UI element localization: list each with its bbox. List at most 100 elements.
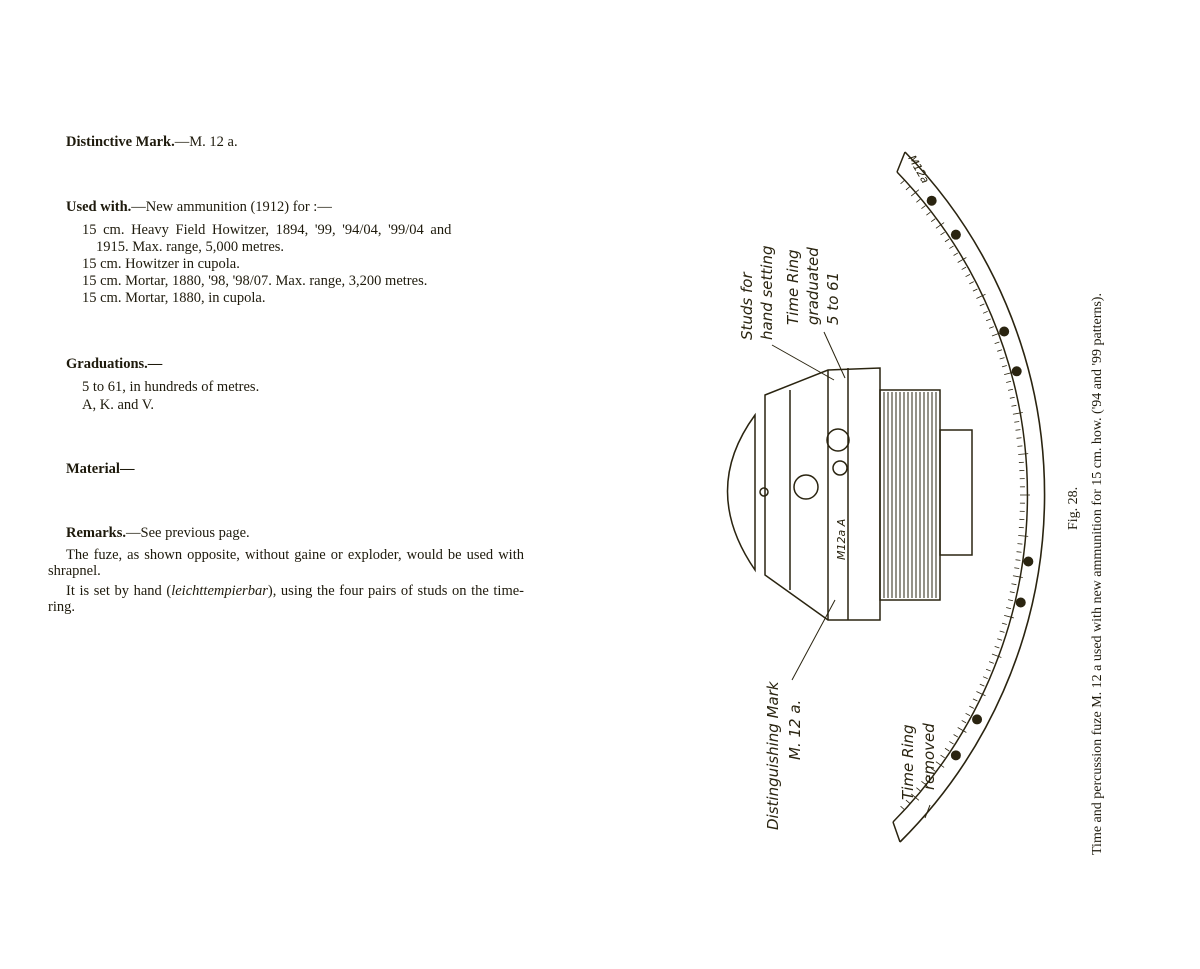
scale-tick bbox=[900, 805, 905, 810]
label-time-ring-removed: Time Ring bbox=[899, 724, 917, 800]
scale-tick bbox=[926, 774, 931, 779]
scale-tick bbox=[976, 293, 986, 299]
graduations-line: 5 to 61, in hundreds of metres. bbox=[82, 379, 260, 395]
scale-tick bbox=[1012, 575, 1023, 578]
scale-tick bbox=[982, 310, 988, 314]
text: ), using the four pairs of studs on the … bbox=[48, 583, 524, 615]
scale-tick bbox=[988, 661, 994, 664]
figure-caption: Time and percussion fuze M. 12 a used wi… bbox=[1090, 293, 1105, 855]
used-with-item: 15 cm. Mortar, 1880, '98, '98/07. Max. r… bbox=[82, 273, 428, 289]
scale-tick bbox=[1011, 404, 1017, 407]
text: It is set by hand ( bbox=[66, 583, 172, 599]
fuze-body bbox=[764, 367, 881, 621]
label-m12a: M. 12 a. bbox=[786, 700, 804, 760]
scale-tick bbox=[1009, 396, 1015, 399]
scale-tick bbox=[1014, 567, 1020, 569]
scale-tick bbox=[1004, 614, 1014, 619]
scale-tick bbox=[1014, 421, 1020, 423]
scale-tick bbox=[1001, 622, 1007, 625]
label-studs-for: Studs for bbox=[738, 272, 756, 340]
ring-mark: M12a bbox=[905, 153, 932, 186]
scale-tick bbox=[905, 799, 910, 804]
setting-stud bbox=[1023, 556, 1034, 567]
scale-tick bbox=[976, 691, 986, 697]
scale-tick bbox=[910, 793, 920, 801]
scale-tick bbox=[999, 630, 1005, 633]
scale-tick bbox=[972, 698, 978, 702]
figure-number: Fig. 28. bbox=[1066, 486, 1081, 530]
scale-tick bbox=[1007, 599, 1014, 602]
scale-tick bbox=[949, 741, 954, 745]
label-graduated: graduated bbox=[804, 247, 822, 325]
scale-tick bbox=[930, 767, 936, 772]
scale-tick bbox=[1018, 535, 1029, 537]
scale-tick bbox=[969, 705, 974, 709]
intro: —See previous page. bbox=[126, 525, 250, 541]
scale-tick bbox=[988, 326, 994, 329]
scale-tick bbox=[944, 747, 950, 752]
scale-tick bbox=[1015, 559, 1021, 561]
scale-tick bbox=[926, 211, 931, 216]
setting-stud bbox=[926, 195, 937, 206]
used-with-item: 1915. Max. range, 5,000 metres. bbox=[96, 239, 285, 255]
setting-stud bbox=[950, 229, 961, 240]
scale-tick bbox=[930, 218, 936, 223]
fuze-base bbox=[939, 429, 973, 556]
scale-tick bbox=[953, 252, 959, 256]
setting-stud bbox=[999, 326, 1010, 337]
remarks-para: The fuze, as shown opposite, without gai… bbox=[48, 547, 524, 579]
scale-tick bbox=[953, 734, 959, 738]
scale-tick bbox=[1015, 429, 1021, 431]
scale-tick bbox=[1001, 365, 1007, 368]
label-removed: removed bbox=[920, 723, 938, 790]
scale-tick bbox=[1007, 388, 1014, 391]
setting-stud bbox=[950, 750, 961, 761]
scale-tick bbox=[910, 189, 920, 197]
label-5-to-61: 5 to 61 bbox=[824, 272, 842, 325]
scale-tick bbox=[957, 727, 967, 733]
setting-stud bbox=[972, 714, 983, 725]
setting-stud bbox=[1015, 597, 1026, 608]
scale-tick bbox=[935, 222, 945, 229]
used-with-item: 15 cm. Mortar, 1880, in cupola. bbox=[82, 290, 266, 306]
scale-tick bbox=[1006, 607, 1012, 610]
heading: Used with. bbox=[66, 199, 132, 215]
scale-tick bbox=[916, 787, 921, 792]
scale-tick bbox=[1017, 445, 1023, 447]
fuze-thread bbox=[879, 389, 941, 601]
material-heading: Material— bbox=[66, 461, 135, 477]
scale-tick bbox=[949, 245, 954, 249]
label-hand-setting: hand setting bbox=[758, 246, 776, 341]
scale-tick bbox=[961, 720, 967, 724]
used-with-item: 15 cm. Heavy Field Howitzer, 1894, '99, … bbox=[82, 222, 452, 238]
scale-tick bbox=[935, 761, 945, 768]
fuze-dome bbox=[726, 412, 756, 573]
heading: Remarks. bbox=[66, 525, 127, 541]
label-distinguishing-mark: Distinguishing Mark bbox=[764, 680, 782, 830]
scale-tick bbox=[997, 638, 1003, 641]
remarks-para: It is set by hand (leichttempierbar), us… bbox=[48, 583, 524, 615]
scale-tick bbox=[961, 266, 967, 270]
used-with: Used with.—New ammunition (1912) for :— bbox=[66, 199, 332, 215]
scale-tick bbox=[1018, 453, 1029, 455]
label-time-ring: Time Ring bbox=[784, 249, 802, 325]
scale-tick bbox=[921, 780, 926, 785]
distinctive-mark: Distinctive Mark.—M. 12 a. bbox=[66, 134, 238, 150]
scale-tick bbox=[1016, 551, 1022, 553]
scale-tick bbox=[1012, 412, 1023, 415]
scale-tick bbox=[1016, 437, 1022, 439]
scale-tick bbox=[991, 653, 1002, 658]
intro: —New ammunition (1912) for :— bbox=[131, 199, 332, 215]
scale-tick bbox=[940, 231, 945, 236]
time-ring-removed bbox=[899, 151, 1046, 843]
remarks: Remarks.—See previous page. bbox=[66, 525, 250, 541]
scale-tick bbox=[944, 238, 950, 243]
scale-tick bbox=[965, 273, 971, 278]
scale-tick bbox=[972, 288, 978, 292]
scale-tick bbox=[994, 646, 1000, 649]
scale-tick bbox=[997, 349, 1003, 352]
scale-tick bbox=[957, 257, 967, 263]
scale-tick bbox=[982, 676, 988, 680]
scale-tick bbox=[994, 341, 1000, 344]
